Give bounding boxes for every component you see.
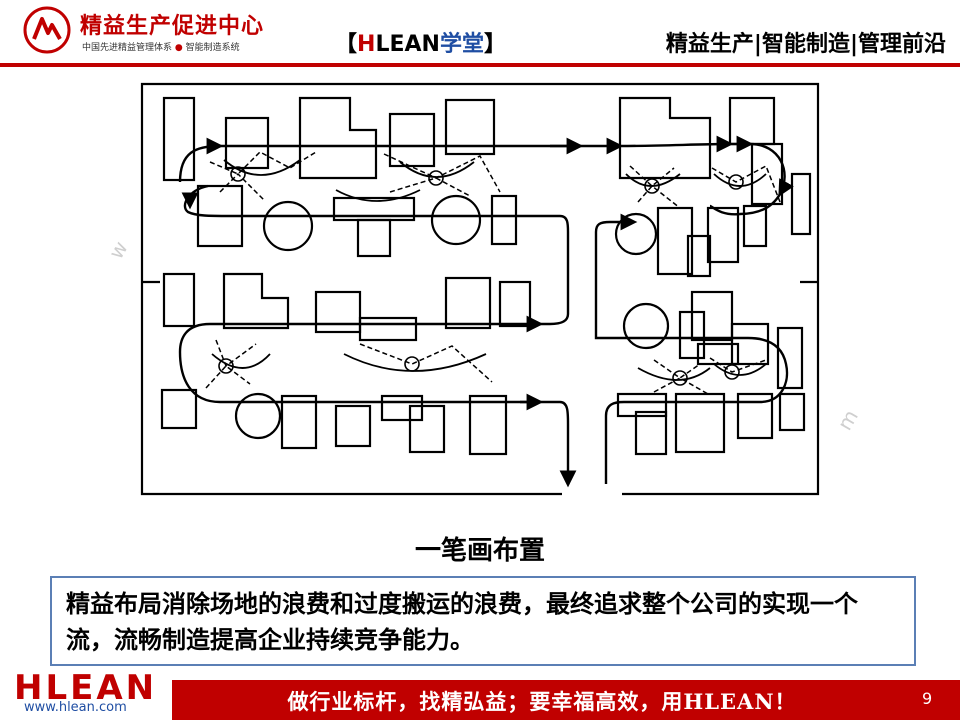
watermark-left: w: [103, 236, 133, 264]
diagram-caption: 一笔画布置: [414, 536, 545, 566]
tag-xuetang: 学堂: [439, 32, 484, 57]
brand-logo-icon: [23, 6, 71, 54]
tag-open-bracket: 【: [335, 32, 358, 57]
tag-lean: LEAN: [375, 32, 440, 57]
summary-text: 精益布局消除场地的浪费和过度搬运的浪费，最终追求整个公司的实现一个流，流畅制造提…: [66, 590, 858, 654]
brand-sub-right: 智能制造系统: [185, 43, 240, 53]
footer-logo: HLEAN: [14, 668, 158, 708]
footer-url[interactable]: www.hlean.com: [24, 700, 127, 715]
hlean-xuetang-tag: 【HLEAN学堂】: [335, 26, 506, 58]
one-stroke-layout-diagram: [140, 82, 820, 496]
tag-close-bracket: 】: [483, 32, 506, 57]
brand-subtitle: 中国先进精益管理体系 ● 智能制造系统: [82, 40, 240, 53]
brand-sub-dot: ●: [174, 43, 183, 53]
watermark-right: m: [832, 405, 864, 435]
u-cell-frames: [211, 159, 767, 381]
header-divider: [0, 63, 960, 67]
operator-stations: [218, 166, 744, 386]
machines-top-left: [162, 96, 518, 258]
page-number: 9: [922, 689, 933, 708]
footer-bar: [172, 680, 960, 720]
header: 精益生产促进中心 中国先进精益管理体系 ● 智能制造系统 【HLEAN学堂】 精…: [0, 0, 960, 67]
brand-sub-left: 中国先进精益管理体系: [82, 43, 173, 53]
tag-h: H: [357, 32, 376, 57]
footer-slogan: 做行业标杆，找精弘益；要幸福高效，用HLEAN！: [287, 689, 797, 714]
header-right-title: 精益生产|智能制造|管理前沿: [665, 32, 946, 57]
brand-name: 精益生产促进中心: [80, 14, 265, 39]
machines-bottom-right: [616, 290, 806, 456]
summary-textbox: 精益布局消除场地的浪费和过度搬运的浪费，最终追求整个公司的实现一个流，流畅制造提…: [50, 576, 916, 666]
material-flow-path: [178, 135, 794, 488]
machines-bottom-left: [160, 272, 532, 456]
outer-boundary: [140, 82, 820, 496]
